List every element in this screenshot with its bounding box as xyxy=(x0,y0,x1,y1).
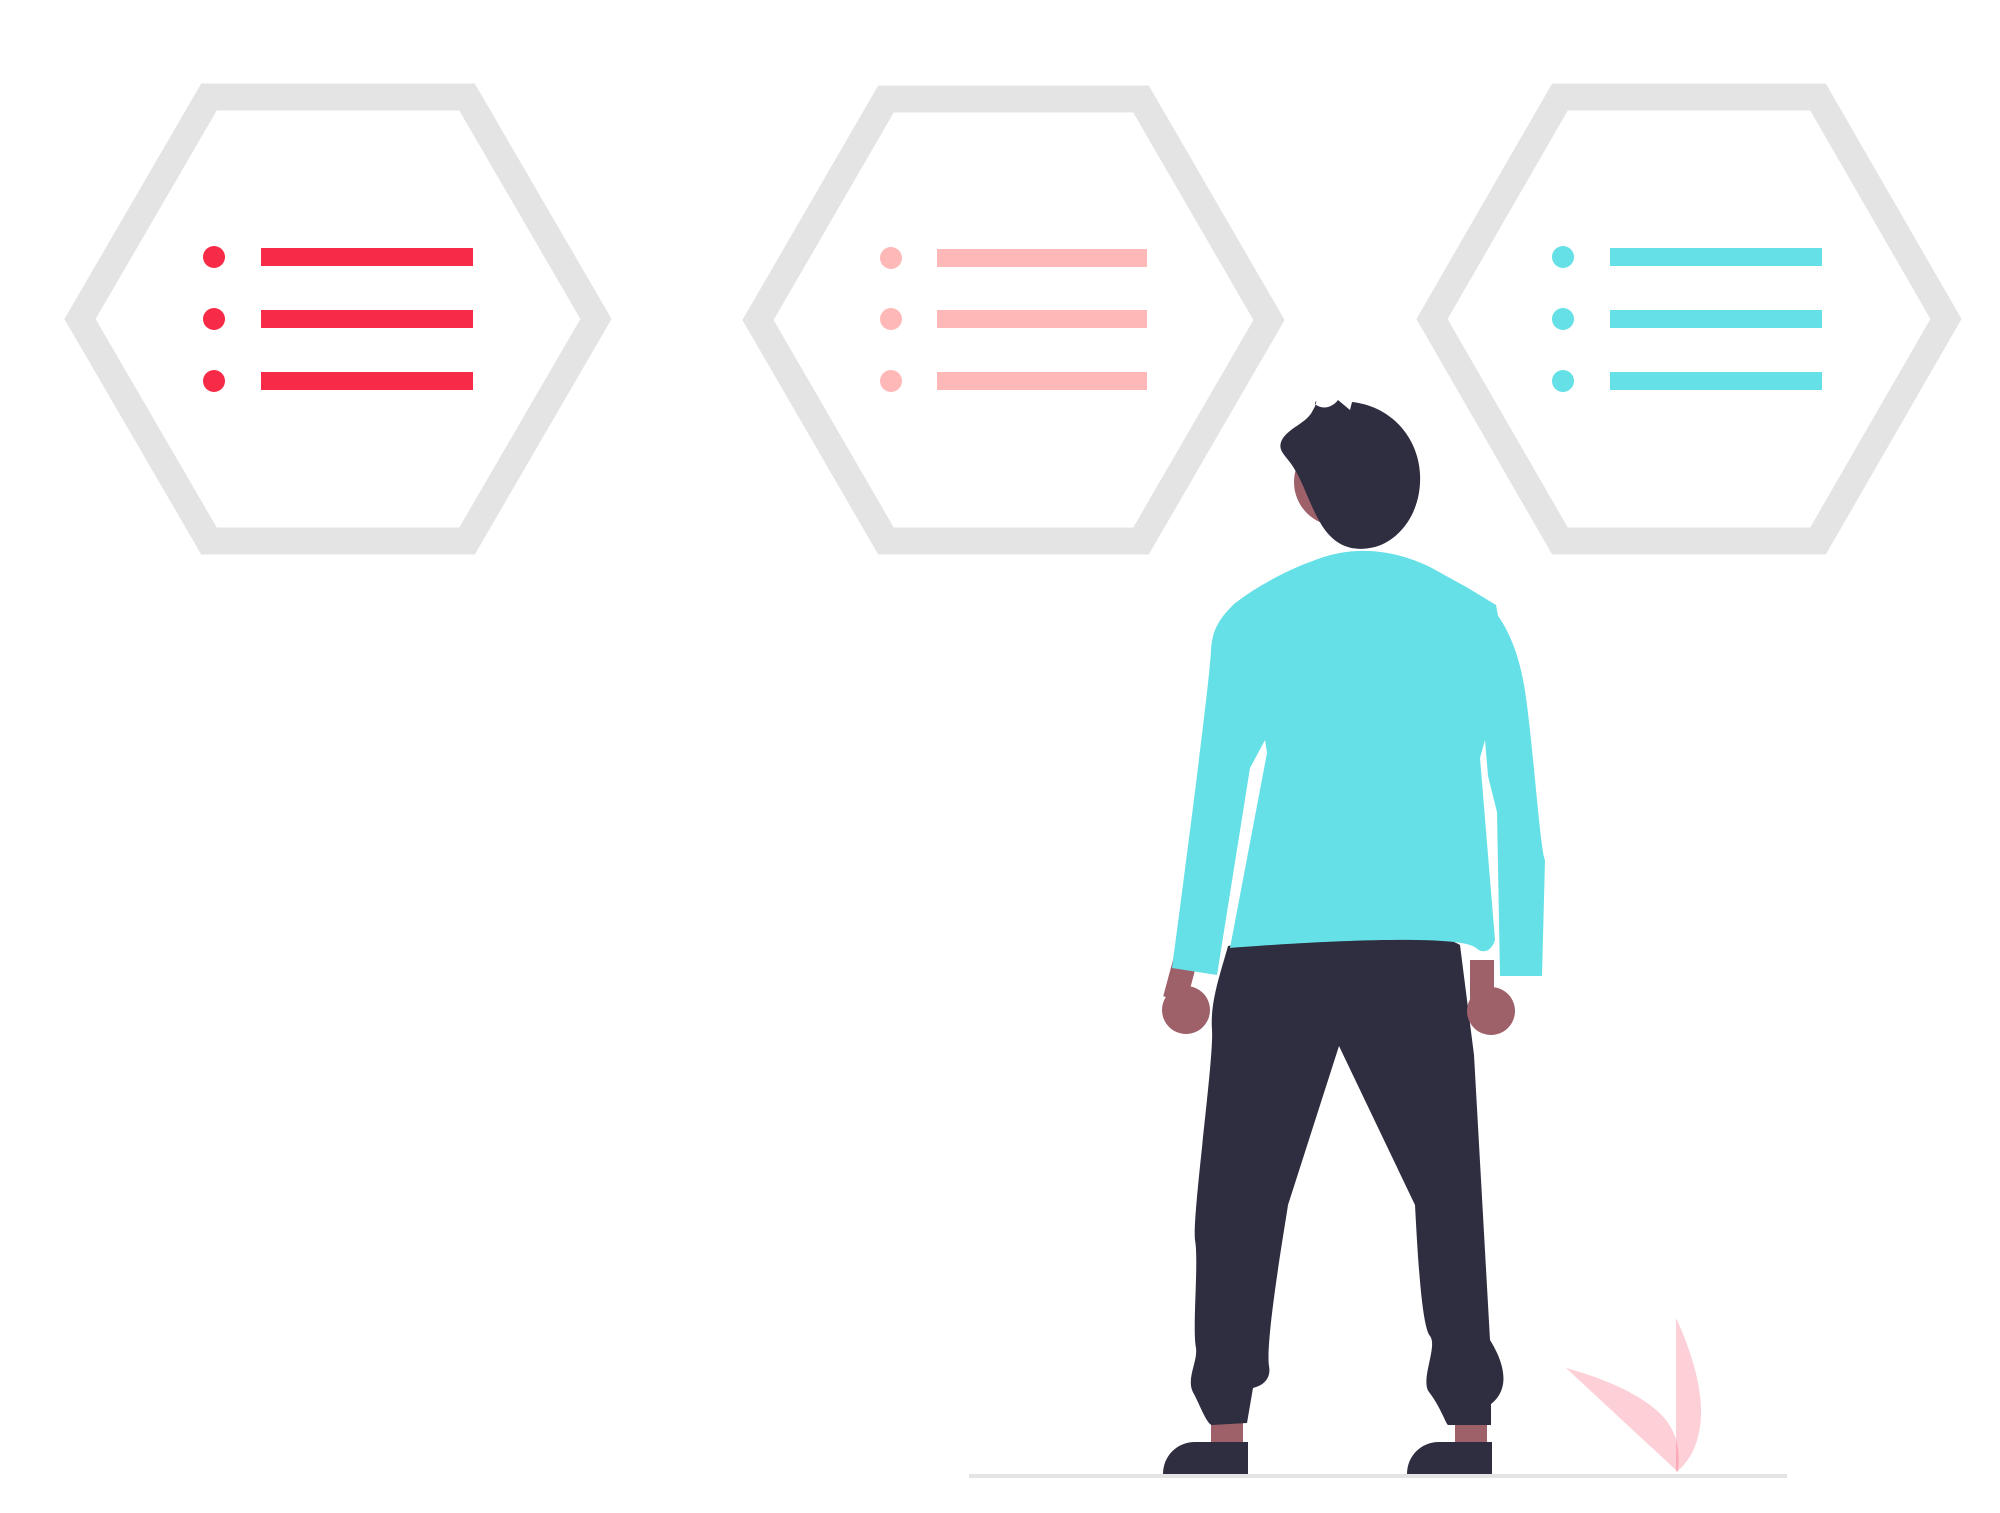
list-line xyxy=(1610,248,1822,266)
list-line xyxy=(937,372,1147,390)
list-line xyxy=(937,310,1147,328)
right-wrist xyxy=(1470,960,1494,1000)
plant-leaf-tall xyxy=(1676,1318,1702,1472)
ground-line xyxy=(969,1474,1787,1478)
leaf-plant xyxy=(1566,1318,1702,1472)
hexagon-card-left xyxy=(64,83,612,555)
list-line xyxy=(1610,310,1822,328)
list-line xyxy=(1610,372,1822,390)
list-line xyxy=(261,248,473,266)
bulleted-list-icon xyxy=(880,247,1147,392)
list-bullet xyxy=(1552,308,1574,330)
person-figure xyxy=(1162,400,1545,1474)
bulleted-list-icon xyxy=(1552,246,1822,392)
list-bullet xyxy=(203,246,225,268)
bulleted-list-icon xyxy=(203,246,473,392)
list-bullet xyxy=(880,247,902,269)
list-bullet xyxy=(1552,370,1574,392)
list-bullet xyxy=(1552,246,1574,268)
right-shoe xyxy=(1407,1442,1492,1474)
list-bullet xyxy=(880,370,902,392)
hexagon-card-middle xyxy=(742,85,1285,555)
list-line xyxy=(937,249,1147,267)
list-bullet xyxy=(880,308,902,330)
list-bullet xyxy=(203,308,225,330)
hexagon-card-right xyxy=(1416,83,1962,555)
left-shoe xyxy=(1163,1442,1248,1474)
list-line xyxy=(261,372,473,390)
plant-leaf-side xyxy=(1566,1368,1679,1472)
hair xyxy=(1280,400,1421,549)
list-line xyxy=(261,310,473,328)
shirt xyxy=(1172,550,1545,976)
pants xyxy=(1190,932,1504,1425)
list-bullet xyxy=(203,370,225,392)
